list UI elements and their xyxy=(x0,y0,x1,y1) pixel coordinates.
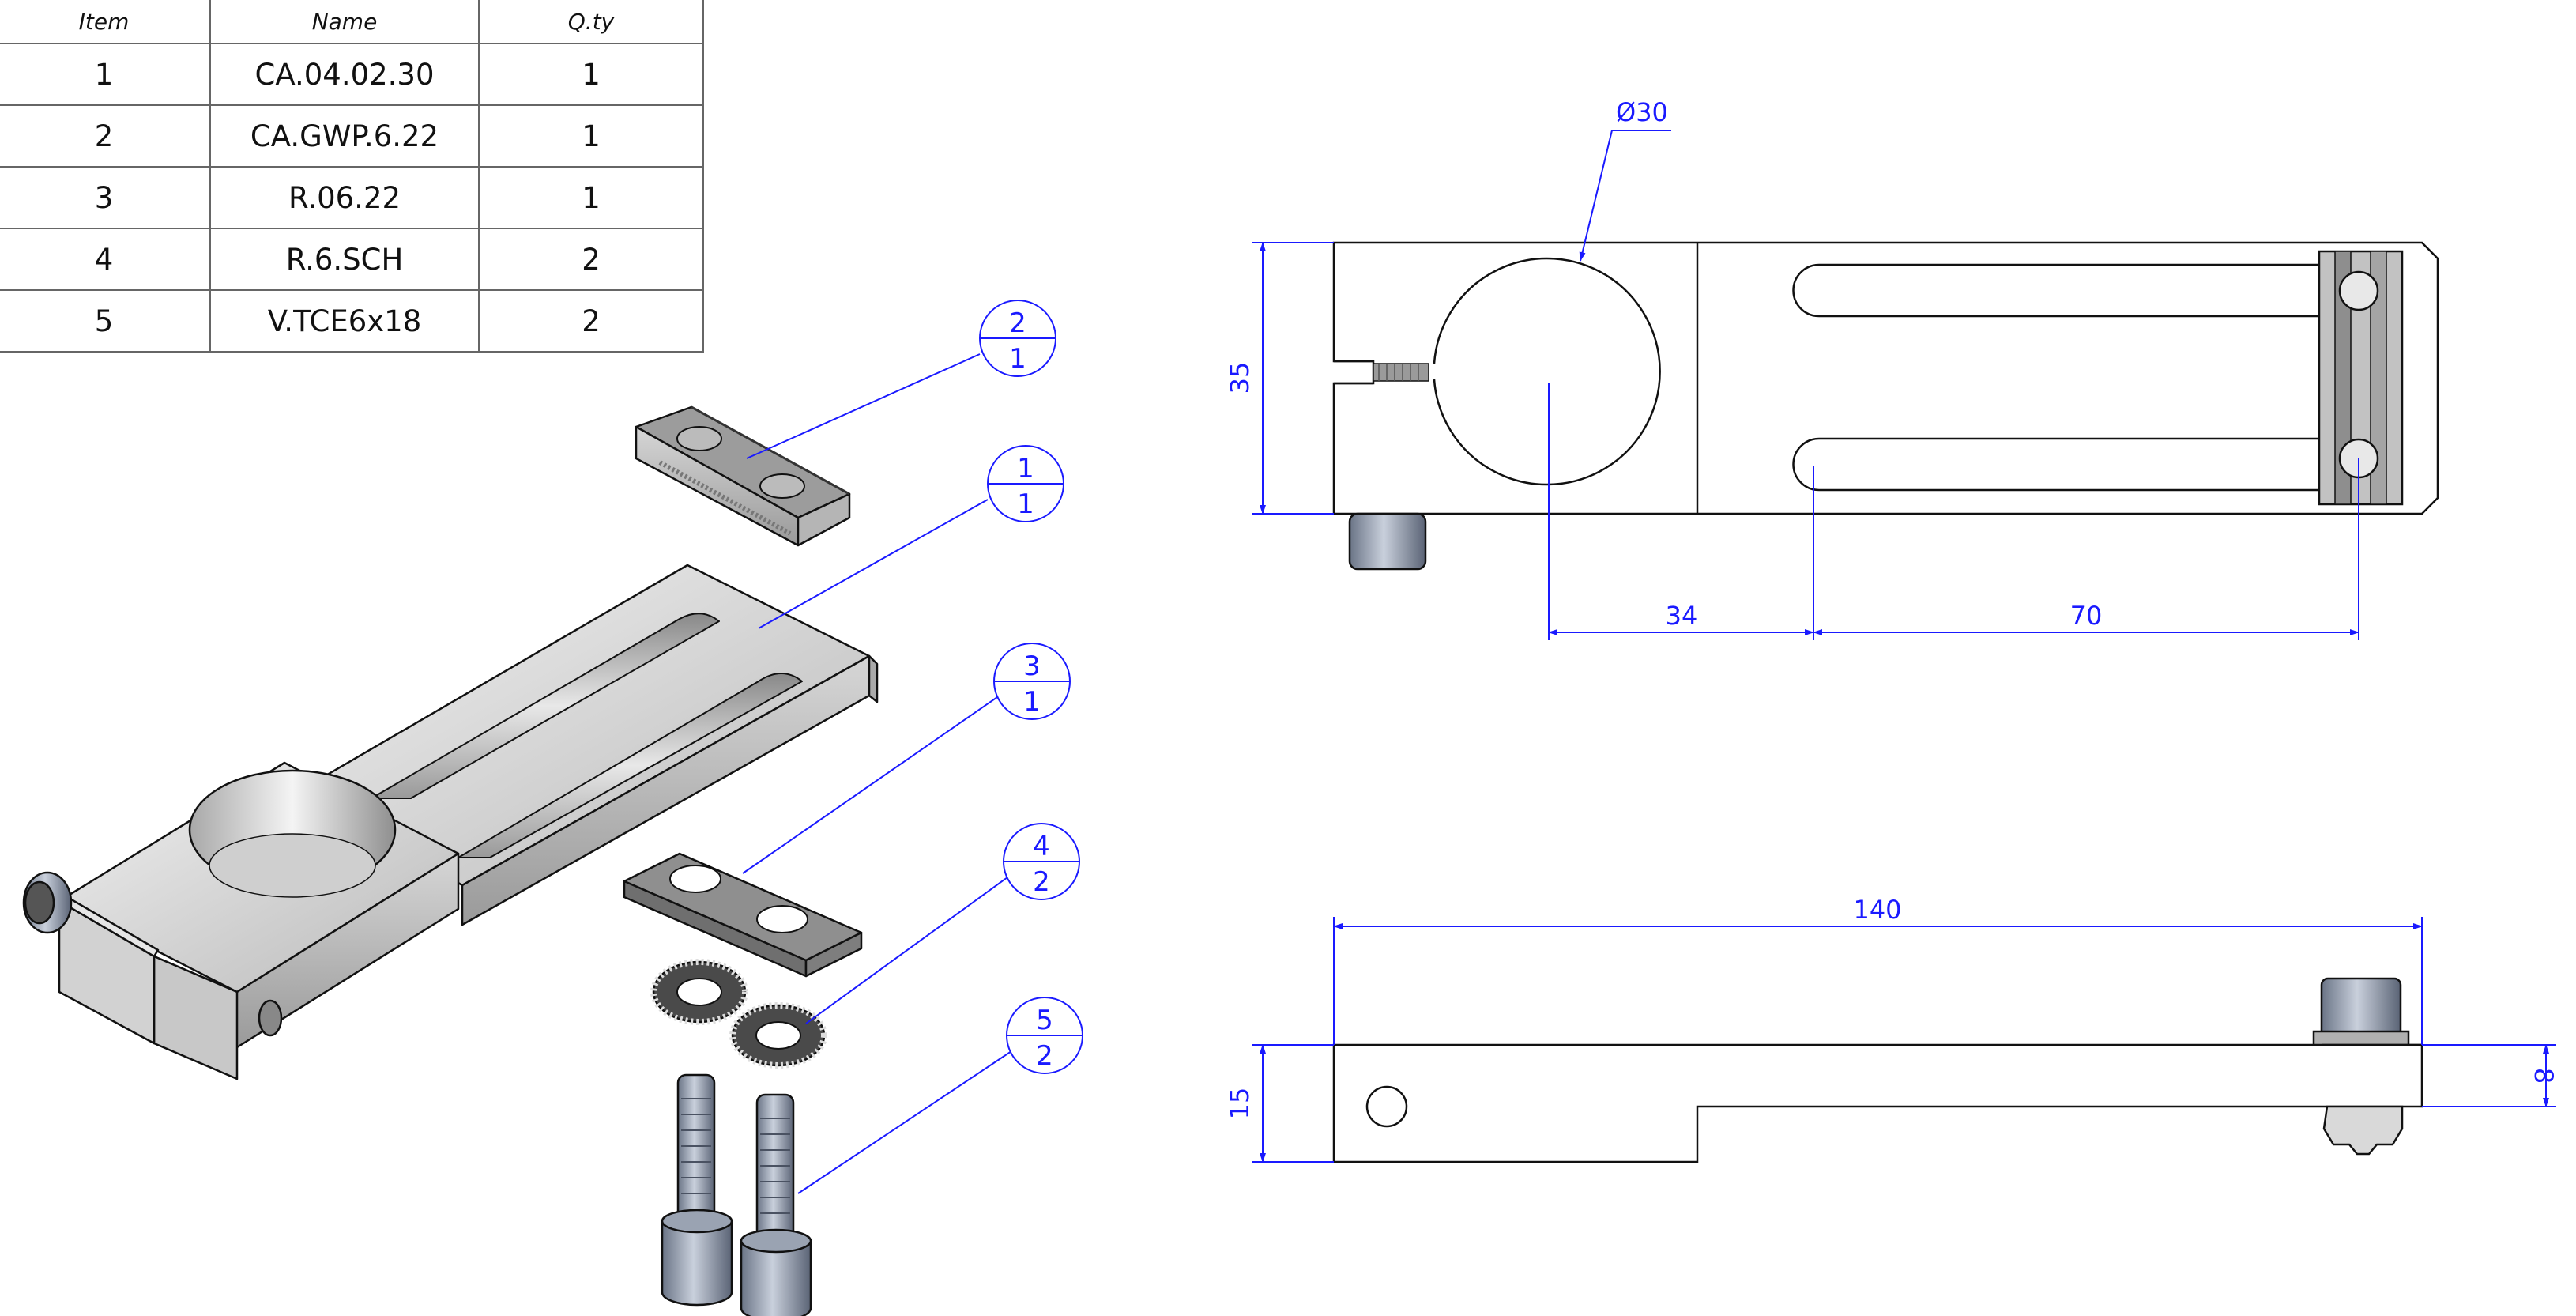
bom-cell-qty: 1 xyxy=(478,166,704,229)
clamp-body-part xyxy=(22,564,879,1080)
bom-row: 4 R.6.SCH 2 xyxy=(0,228,704,291)
bom-cell-item: 1 xyxy=(0,43,211,106)
balloon: 5 2 xyxy=(1006,997,1083,1074)
balloon-qty: 2 xyxy=(1033,866,1050,898)
dimension-height: 35 xyxy=(1225,242,1334,515)
centerlines xyxy=(1548,383,2359,640)
dimension-slot-length-label: 70 xyxy=(2070,601,2103,631)
dimension-overall-length: 140 xyxy=(1333,895,2423,1045)
bom-row: 1 CA.04.02.30 1 xyxy=(0,43,704,106)
bom-cell-item: 2 xyxy=(0,104,211,168)
balloon-item: 5 xyxy=(1036,1005,1053,1036)
dimension-hole-offset: 34 xyxy=(1548,601,1814,635)
bom-header-qty: Q.ty xyxy=(478,0,704,44)
bom-cell-item: 3 xyxy=(0,166,211,229)
dimension-nut-thickness-label: 8 xyxy=(2529,1068,2559,1084)
balloon-qty: 1 xyxy=(1023,686,1041,718)
balloon-item: 2 xyxy=(1009,307,1026,339)
balloon: 2 1 xyxy=(979,300,1056,377)
balloon: 4 2 xyxy=(1003,823,1080,900)
side-view xyxy=(1332,977,2423,1163)
bom-cell-qty: 2 xyxy=(478,289,704,353)
balloon-item: 4 xyxy=(1033,831,1050,862)
dimension-overall-length-label: 140 xyxy=(1853,895,1901,925)
dimension-hole-offset-label: 34 xyxy=(1666,601,1698,631)
bill-of-materials-table: Item Name Q.ty 1 CA.04.02.30 1 2 CA.GWP.… xyxy=(0,0,704,353)
balloon: 1 1 xyxy=(987,445,1064,522)
bom-header-name: Name xyxy=(209,0,480,44)
dimension-slot-length: 70 xyxy=(1813,601,2359,635)
serrated-washers-part xyxy=(650,959,827,1069)
balloon-qty: 2 xyxy=(1036,1040,1053,1072)
bom-cell-qty: 1 xyxy=(478,43,704,106)
bom-cell-name: CA.GWP.6.22 xyxy=(209,104,480,168)
balloon-item: 1 xyxy=(1017,453,1034,485)
bom-cell-item: 4 xyxy=(0,228,211,291)
dimension-thickness: 15 xyxy=(1225,1044,1334,1163)
balloon-qty: 1 xyxy=(1009,343,1026,375)
bom-row: 3 R.06.22 1 xyxy=(0,166,704,229)
balloon: 3 1 xyxy=(993,643,1071,720)
dimension-nut-thickness: 8 xyxy=(2422,1044,2559,1107)
bom-header-row: Item Name Q.ty xyxy=(0,0,704,44)
bom-cell-name: R.06.22 xyxy=(209,166,480,229)
cap-screws-part xyxy=(661,1073,812,1316)
dimension-thickness-label: 15 xyxy=(1225,1088,1255,1120)
bom-cell-name: V.TCE6x18 xyxy=(209,289,480,353)
dimension-height-label: 35 xyxy=(1225,362,1255,394)
washer-plate-part xyxy=(623,852,863,978)
bom-header-item: Item xyxy=(0,0,211,44)
balloon-item: 3 xyxy=(1023,650,1041,682)
dimension-diameter: Ø30 xyxy=(1579,97,1671,262)
bom-cell-qty: 1 xyxy=(478,104,704,168)
isometric-view xyxy=(22,405,879,1316)
bom-row: 5 V.TCE6x18 2 xyxy=(0,289,704,353)
bom-row: 2 CA.GWP.6.22 1 xyxy=(0,104,704,168)
bom-cell-name: CA.04.02.30 xyxy=(209,43,480,106)
top-view xyxy=(1332,241,2439,571)
balloon-qty: 1 xyxy=(1017,488,1034,520)
bom-cell-item: 5 xyxy=(0,289,211,353)
dimension-diameter-label: Ø30 xyxy=(1616,97,1668,127)
t-nut-plate-part xyxy=(635,405,851,547)
bom-cell-name: R.6.SCH xyxy=(209,228,480,291)
bom-cell-qty: 2 xyxy=(478,228,704,291)
balloon-leaders xyxy=(742,353,1012,1194)
